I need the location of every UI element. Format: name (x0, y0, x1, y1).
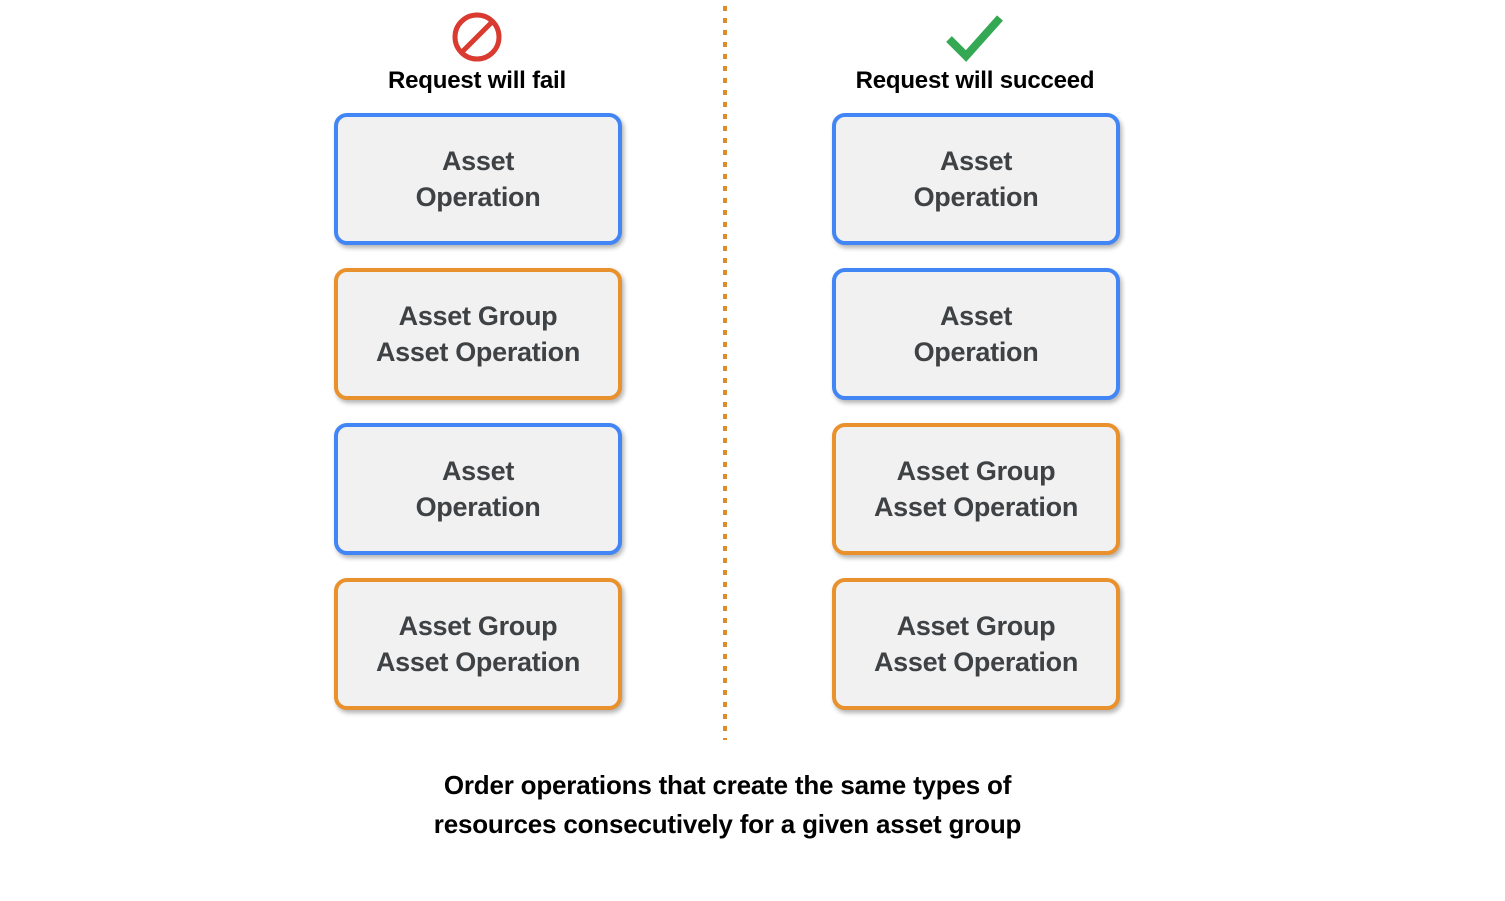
card-label: Asset Group Asset Operation (873, 611, 1079, 677)
card-label: Asset Operation (415, 146, 541, 212)
diagram-caption: Order operations that create the same ty… (433, 770, 1022, 839)
column-succeed: Request will succeed Asset Operation Ass… (825, 6, 1125, 710)
card-asset-operation[interactable]: Asset Operation (334, 113, 622, 245)
card-label: Asset Group Asset Operation (375, 301, 581, 367)
column-succeed-card-stack: Asset Operation Asset Operation Asset Gr… (832, 113, 1122, 710)
column-succeed-title: Request will succeed (855, 67, 1095, 94)
card-asset-operation[interactable]: Asset Operation (832, 268, 1120, 400)
card-label: Asset Operation (415, 456, 541, 522)
card-asset-group-asset-operation[interactable]: Asset Group Asset Operation (334, 578, 622, 710)
card-asset-group-asset-operation[interactable]: Asset Group Asset Operation (334, 268, 622, 400)
card-label: Asset Group Asset Operation (873, 456, 1079, 522)
column-succeed-header: Request will succeed (825, 6, 1125, 107)
card-asset-operation[interactable]: Asset Operation (832, 113, 1120, 245)
card-label: Asset Operation (913, 301, 1039, 367)
column-fail-title: Request will fail (388, 67, 566, 94)
checkmark-icon (825, 6, 1125, 68)
prohibition-icon (327, 6, 627, 68)
column-fail-header: Request will fail (327, 6, 627, 107)
card-asset-operation[interactable]: Asset Operation (334, 423, 622, 555)
card-asset-group-asset-operation[interactable]: Asset Group Asset Operation (832, 423, 1120, 555)
column-divider (723, 6, 727, 740)
card-label: Asset Group Asset Operation (375, 611, 581, 677)
card-asset-group-asset-operation[interactable]: Asset Group Asset Operation (832, 578, 1120, 710)
column-fail-card-stack: Asset Operation Asset Group Asset Operat… (334, 113, 624, 710)
column-fail: Request will fail Asset Operation Asset … (327, 6, 627, 710)
card-label: Asset Operation (913, 146, 1039, 212)
